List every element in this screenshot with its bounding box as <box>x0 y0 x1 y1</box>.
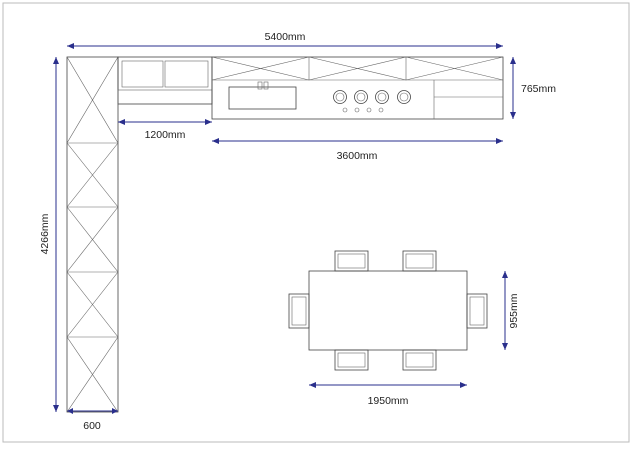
dimension-corner-section <box>118 119 212 125</box>
label-total-length: 5400mm <box>265 31 306 43</box>
page-border <box>2 2 630 443</box>
dimension-table-depth <box>502 271 508 350</box>
label-corner-section: 1200mm <box>145 129 186 141</box>
cooktop <box>333 90 411 113</box>
sink <box>228 81 297 110</box>
label-table-depth: 955mm <box>508 293 520 328</box>
dimension-total-length <box>67 43 503 49</box>
worktop-run <box>211 56 504 120</box>
left-cabinet-column <box>66 56 119 413</box>
chairs <box>288 250 488 371</box>
dimension-wall-height <box>510 57 516 119</box>
label-left-wall: 4266mm <box>39 213 51 254</box>
label-table-length: 1950mm <box>368 395 409 407</box>
corner-upper-cabinet <box>117 56 213 105</box>
label-wall-height: 765mm <box>521 83 556 95</box>
label-run-length: 3600mm <box>337 150 378 162</box>
dimension-run-length <box>212 138 503 144</box>
dimension-left-wall <box>53 57 59 412</box>
dimension-table-length <box>309 382 467 388</box>
dining-table <box>308 270 468 351</box>
dimension-left-depth <box>67 408 118 414</box>
label-left-depth: 600 <box>83 420 101 432</box>
